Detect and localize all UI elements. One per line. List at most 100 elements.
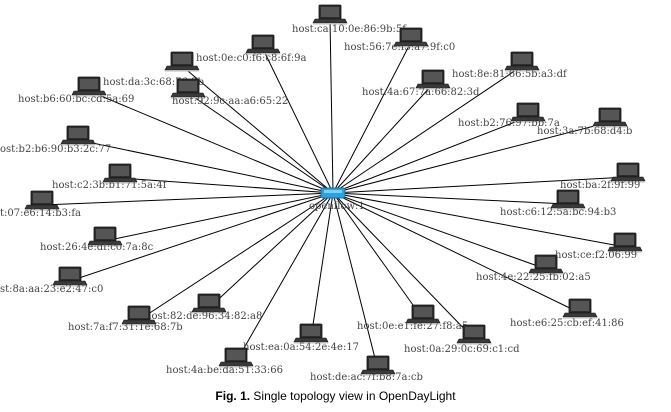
host-node[interactable]: t:07:e6:14:b3:fa [0,190,81,219]
laptop-icon [592,107,628,128]
host-node[interactable]: host:4a:67:7a:66:82:3d [362,69,480,98]
host-node[interactable]: host:0a:29:0c:69:c1:cd [404,324,520,355]
laptop-icon [562,298,598,319]
link-line [332,192,379,371]
link-line [187,92,334,194]
host-node[interactable]: host:c2:3b:b1:71:5a:4f [52,163,168,191]
host-node[interactable]: ost:b2:b6:90:b3:2c:77 [0,125,111,155]
host-node[interactable]: host:26:4e:df:c0:7a:8c [40,226,154,253]
host-label: ost:b2:b6:90:b3:2c:77 [0,144,111,155]
host-node[interactable]: host:82:de:96:34:82:a8 [145,293,262,322]
link-line [69,192,334,282]
laptop-icon [170,78,206,99]
host-node[interactable]: host:8e:81:66:5b:a3:df [452,51,568,80]
host-node[interactable]: host:e6:25:cb:ef:41:86 [510,298,624,329]
host-label: host:8e:81:66:5b:a3:df [452,69,568,80]
laptop-icon [191,293,227,314]
link-line [119,177,334,194]
switch-highlight [324,190,342,193]
host-label: host:7a:f7:31:1e:68:7b [68,322,183,333]
link-line [77,139,334,194]
host-node[interactable]: host:da:3c:68:76:2b [103,51,204,88]
switch-node[interactable]: openflow:1 [309,187,365,212]
host-label: host:82:de:96:34:82:a8 [145,311,262,322]
link-line [332,65,523,194]
laptop-icon [60,125,96,146]
laptop-icon [71,76,107,97]
laptop-icon [610,162,646,183]
laptop-icon [52,266,88,287]
link-line [41,192,334,206]
laptop-icon [87,226,123,247]
host-node[interactable]: host:3a:7b:68:d4:b [537,107,632,137]
host-node[interactable]: host:56:7e:f3:a7:9f:c0 [344,27,455,53]
laptop-icon [456,324,492,345]
host-label: host:4a:be:da:51:33:66 [166,365,283,376]
link-line [332,121,611,194]
host-node[interactable]: host:b6:60:bc:cd:5a:69 [18,76,134,105]
laptop-icon [393,27,429,48]
host-node[interactable]: host:0e:e1:fe:27:f8:a5 [357,304,468,332]
host-label: host:0e:c0:f6:c8:6f:9a [196,53,307,64]
host-node[interactable]: host:b2:76:97:bb:7a [458,102,560,129]
host-label: host:ca:10:0e:86:9b:5f [292,24,407,35]
laptop-icon [510,102,546,123]
host-label: st:8a:aa:23:e2:47:c0 [0,284,103,295]
host-label: host:56:7e:f3:a7:9f:c0 [344,42,455,53]
link-line [332,192,547,270]
link-line [138,192,334,321]
switch-label: openflow:1 [309,201,365,212]
laptop-icon [607,232,643,253]
link-line [332,116,529,194]
link-line [332,192,475,340]
host-node[interactable]: host:ea:0a:54:2e:4e:17 [243,323,359,353]
laptop-icon [528,254,564,275]
host-node[interactable]: host:ca:10:0e:86:9b:5f [292,4,407,35]
host-node[interactable]: st:8a:aa:23:e2:47:c0 [0,266,103,295]
host-label: host:da:3c:68:76:2b [103,77,204,88]
host-node[interactable]: host:4a:be:da:51:33:66 [166,347,283,376]
laptop-icon [102,163,138,184]
link-line [329,18,334,194]
host-label: host:92:9c:aa:a6:65:22 [172,96,288,107]
host-node[interactable]: host:4e:22:25:fb:02:a5 [476,254,591,283]
laptop-icon [164,51,200,72]
link-line [332,83,434,194]
host-label: host:0e:e1:fe:27:f8:a5 [357,321,468,332]
link-line [310,192,334,339]
laptop-icon [312,4,348,25]
laptop-icon [405,304,441,325]
host-label: host:26:4e:df:c0:7a:8c [40,242,154,253]
link-line [332,176,629,194]
link-line [208,192,334,309]
host-label: host:c6:12:5a:bc:94:b3 [500,207,616,218]
laptop-icon [550,189,586,210]
laptop-icon [504,51,540,72]
links-layer [41,18,629,371]
link-line [332,192,569,205]
link-line [332,192,581,314]
host-label: host:ba:2f:9f:99 [560,180,640,191]
host-node[interactable]: host:7a:f7:31:1e:68:7b [68,305,183,333]
host-label: host:0a:29:0c:69:c1:cd [404,344,520,355]
host-node[interactable]: host:0e:c0:f6:c8:6f:9a [196,34,307,64]
host-node[interactable]: host:ba:2f:9f:99 [560,162,646,191]
host-label: host:ce:f2:06:99 [555,250,637,261]
host-label: host:3a:7b:68:d4:b [537,126,632,137]
laptop-icon [245,34,281,55]
host-node[interactable]: host:de:ac:7f:b8:7a:cb [310,355,423,383]
caption-text: Single topology view in OpenDayLight [250,389,456,403]
host-label: host:4a:67:7a:66:82:3d [362,87,480,98]
link-line [262,48,334,194]
laptop-icon [121,305,157,326]
host-label: host:4e:22:25:fb:02:a5 [476,272,591,283]
host-node[interactable]: host:92:9c:aa:a6:65:22 [170,78,288,107]
host-node[interactable]: host:c6:12:5a:bc:94:b3 [500,189,616,218]
link-line [235,192,334,363]
link-line [104,192,334,242]
laptop-icon [415,69,451,90]
laptop-icon [360,355,396,376]
link-line [332,192,626,248]
host-node[interactable]: host:ce:f2:06:99 [555,232,643,261]
host-label: host:de:ac:7f:b8:7a:cb [310,372,423,383]
